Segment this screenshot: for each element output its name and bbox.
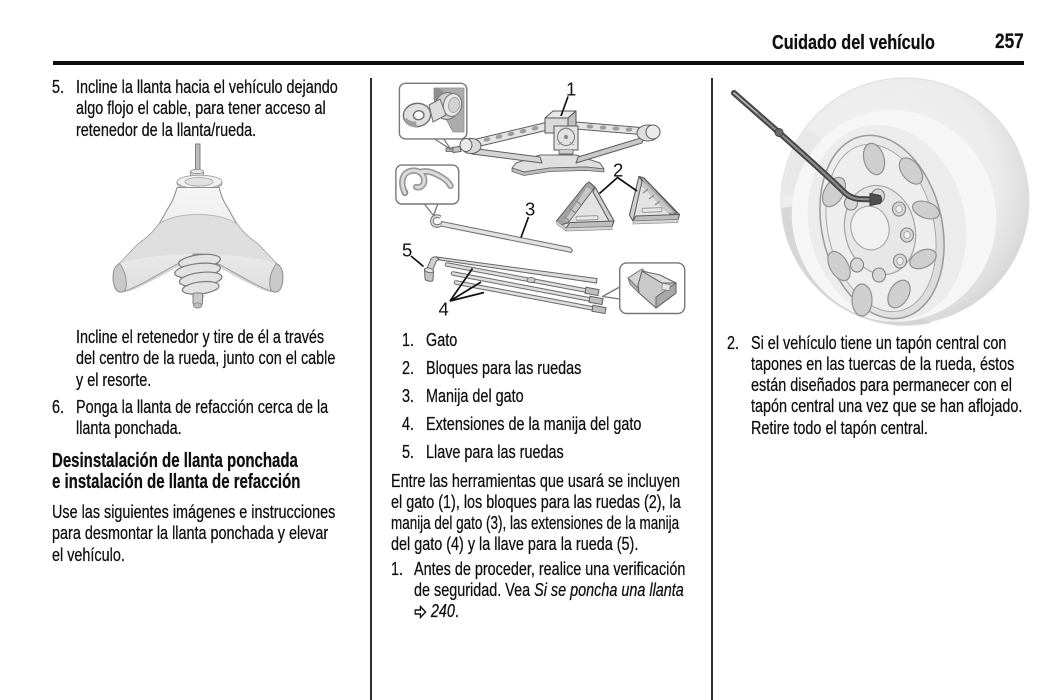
svg-text:5: 5 [402, 240, 412, 261]
svg-text:4: 4 [439, 299, 449, 320]
svg-text:2: 2 [613, 160, 623, 181]
svg-text:1: 1 [566, 79, 576, 100]
svg-text:3: 3 [525, 199, 535, 220]
